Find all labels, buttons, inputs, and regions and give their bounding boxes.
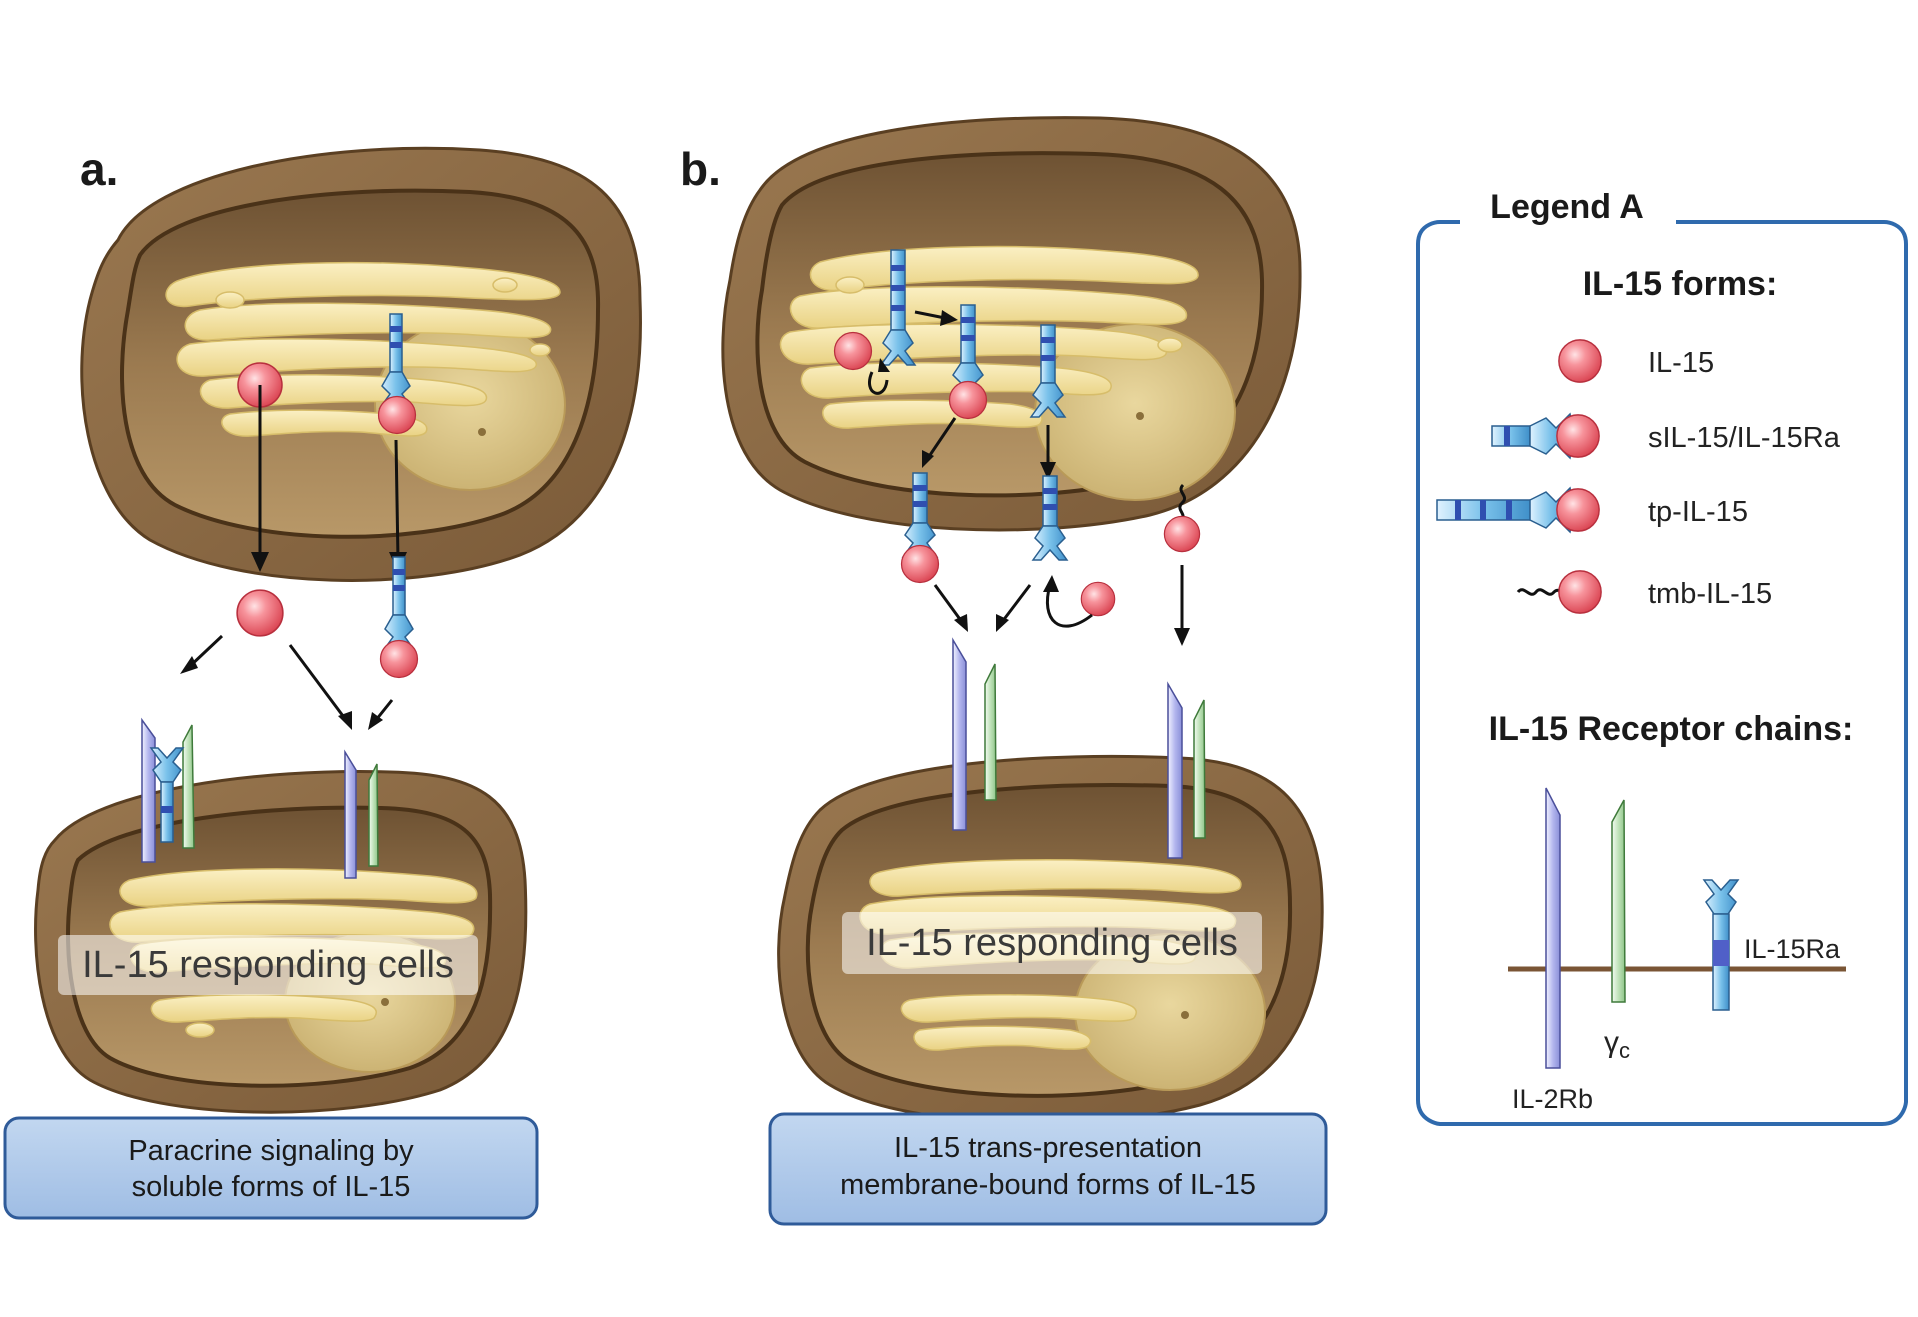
caption-box-b: IL-15 trans-presentation membrane-bound … (768, 1112, 1328, 1226)
tp-il15-empty (1029, 324, 1067, 418)
arrow (288, 644, 348, 721)
arrow (1000, 584, 1032, 623)
panel-a-letter: a. (80, 143, 118, 195)
tp-il15-surface-empty (1031, 475, 1069, 561)
arrow (926, 417, 957, 459)
golgi-b (779, 245, 1199, 429)
receptor-complex-b2 (1167, 681, 1206, 859)
receptor-complex-dimeric (344, 749, 379, 879)
il2rb-label: IL-2Rb (1512, 1084, 1593, 1114)
legend-item-il15: IL-15 (1558, 339, 1714, 383)
caption-box-a: Paracrine signaling by soluble forms of … (3, 1116, 539, 1220)
caption-a-line1: Paracrine signaling by (128, 1135, 414, 1167)
producing-cell-b (721, 116, 1302, 532)
tp-il15-with-il15 (948, 304, 988, 420)
responding-label-box (842, 912, 1262, 974)
responding-cells-label-b: IL-15 responding cells (866, 922, 1238, 964)
il2rb-chain-icon (1545, 787, 1561, 1069)
il15-sphere-icon (1558, 339, 1602, 383)
legend-panel: Legend A IL-15 forms: IL-15 sIL-15/IL-15… (1416, 188, 1908, 1126)
receptor-complex-trimeric (141, 717, 195, 863)
panel-b: b. (680, 116, 1328, 1226)
legend-label: tmb-IL-15 (1648, 578, 1772, 610)
panel-b-letter: b. (680, 143, 721, 195)
il15-sphere-secreted (236, 589, 284, 637)
golgi-a (165, 261, 561, 437)
legend-label: IL-15 (1648, 347, 1714, 379)
legend-title: Legend A (1490, 188, 1644, 226)
responding-cell-b: IL-15 responding cells (777, 754, 1324, 1125)
caption-b-line2: membrane-bound forms of IL-15 (840, 1169, 1256, 1201)
legend-receptor-chains: IL-15Ra γc IL-2Rb (1508, 787, 1846, 1114)
curved-arrow (868, 371, 889, 395)
arrow (394, 439, 400, 561)
legend-item-tp-il15: tp-IL-15 (1436, 486, 1748, 534)
legend-forms-heading: IL-15 forms: (1583, 265, 1778, 303)
gamma-c-label: γc (1604, 1026, 1630, 1063)
legend-border (1416, 220, 1908, 1126)
tp-il15-icon (1436, 486, 1600, 534)
legend-label: sIL-15/IL-15Ra (1648, 422, 1841, 454)
il15-sphere (1080, 581, 1116, 617)
il15ra-label: IL-15Ra (1744, 934, 1841, 964)
producing-cell-a (80, 146, 642, 582)
legend-item-sil15: sIL-15/IL-15Ra (1491, 412, 1841, 460)
arrow (933, 584, 964, 623)
caption-a-line2: soluble forms of IL-15 (132, 1171, 411, 1203)
tp-il15-surface-bound (900, 472, 940, 584)
tmb-il15-icon (1516, 570, 1602, 614)
panel-a: a. (3, 143, 642, 1220)
curved-arrow (1045, 584, 1093, 628)
sil15-complex-icon (1491, 412, 1600, 460)
gamma-c-chain-icon (1611, 799, 1626, 1003)
caption-b-line1: IL-15 trans-presentation (894, 1132, 1202, 1164)
responding-cells-label-a: IL-15 responding cells (82, 944, 454, 986)
tp-il15-internal (879, 249, 917, 366)
il15ra-chain-icon (1702, 879, 1740, 1011)
receptor-complex-b1 (952, 637, 997, 831)
arrowhead (251, 552, 269, 572)
legend-receptor-heading: IL-15 Receptor chains: (1489, 710, 1854, 748)
arrow (914, 310, 946, 320)
legend-label: tp-IL-15 (1648, 496, 1748, 528)
arrow (374, 699, 394, 721)
il15-sphere (833, 331, 873, 371)
responding-cell-a: IL-15 responding cells (34, 770, 528, 1114)
tmb-il15-surface (1163, 483, 1201, 553)
legend-item-tmb-il15: tmb-IL-15 (1516, 570, 1772, 614)
responding-label-box (58, 935, 478, 995)
